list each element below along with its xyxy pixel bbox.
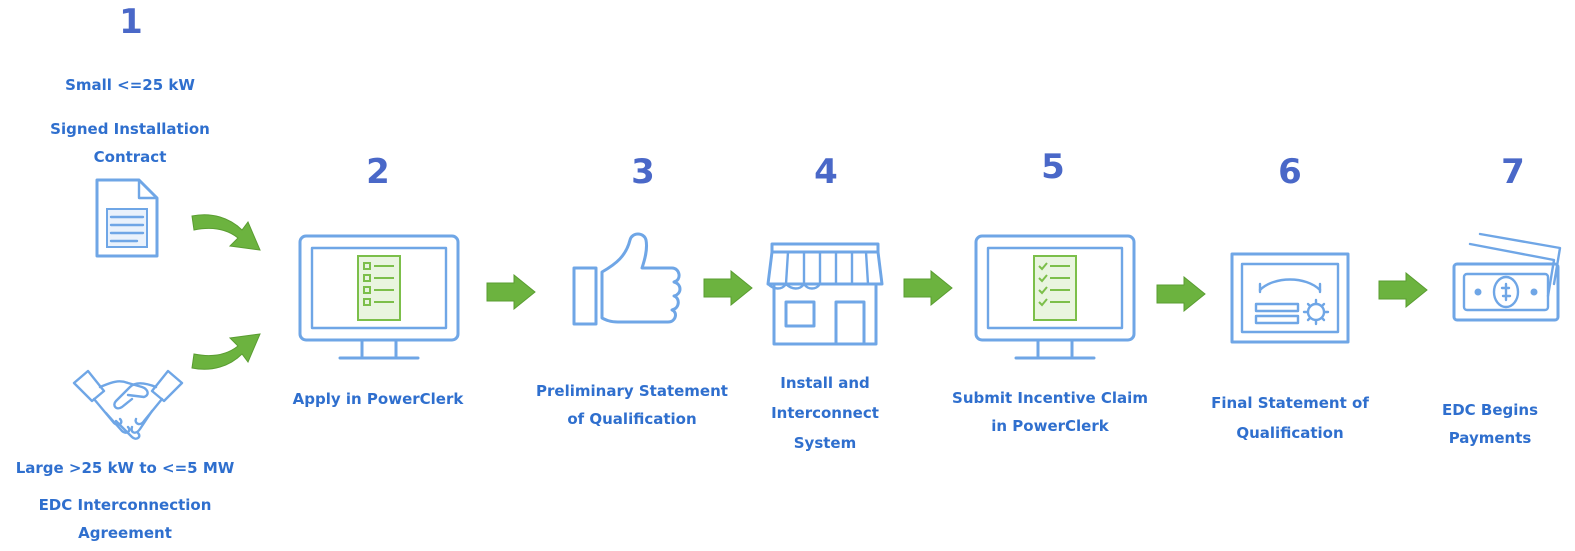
lower-curved-arrow-icon [190, 328, 265, 380]
large-system-label: Large >25 kW to <=5 MW [15, 459, 235, 477]
arrow-3-4-icon [703, 269, 753, 310]
money-stack-icon [1450, 230, 1568, 326]
monitor-checklist-checked-icon [972, 232, 1138, 368]
handshake-icon [70, 365, 186, 445]
step-number-2: 2 [366, 152, 390, 192]
step-number-3: 3 [631, 152, 655, 192]
storefront-icon [766, 240, 884, 348]
arrow-2-3-icon [486, 273, 536, 314]
step-7-label-line1: EDC Begins [1441, 401, 1539, 419]
step-2-label: Apply in PowerClerk [292, 390, 464, 408]
interconnection-agreement-label-line1: EDC Interconnection [38, 496, 212, 514]
monitor-checklist-icon [296, 232, 462, 368]
step-5-label-line2: in PowerClerk [991, 417, 1109, 435]
step-number-6: 6 [1278, 152, 1302, 192]
step-number-4: 4 [814, 152, 838, 192]
step-4-label-line1: Install and [780, 374, 870, 392]
signed-contract-label-line1: Signed Installation [50, 120, 210, 138]
step-number-1: 1 [119, 2, 143, 42]
arrow-4-5-icon [903, 269, 953, 310]
interconnection-agreement-label-line2: Agreement [78, 524, 172, 542]
step-3-label-line1: Preliminary Statement [536, 382, 728, 400]
signed-contract-label-line2: Contract [93, 148, 167, 166]
step-number-5: 5 [1041, 147, 1065, 187]
step-3-label-line2: of Qualification [567, 410, 697, 428]
upper-curved-arrow-icon [190, 208, 265, 260]
thumbs-up-icon [570, 230, 686, 330]
step-6-label-line1: Final Statement of [1211, 394, 1369, 412]
step-4-label-line2: Interconnect [771, 404, 879, 422]
step-5-label-line1: Submit Incentive Claim [952, 389, 1148, 407]
step-number-7: 7 [1501, 152, 1525, 192]
small-system-label: Small <=25 kW [65, 76, 195, 94]
document-icon [93, 177, 163, 259]
step-4-label-line3: System [793, 434, 857, 452]
step-7-label-line2: Payments [1448, 429, 1532, 447]
certificate-icon [1228, 250, 1352, 346]
step-6-label-line2: Qualification [1236, 424, 1344, 442]
arrow-5-6-icon [1156, 275, 1206, 316]
arrow-6-7-icon [1378, 271, 1428, 312]
